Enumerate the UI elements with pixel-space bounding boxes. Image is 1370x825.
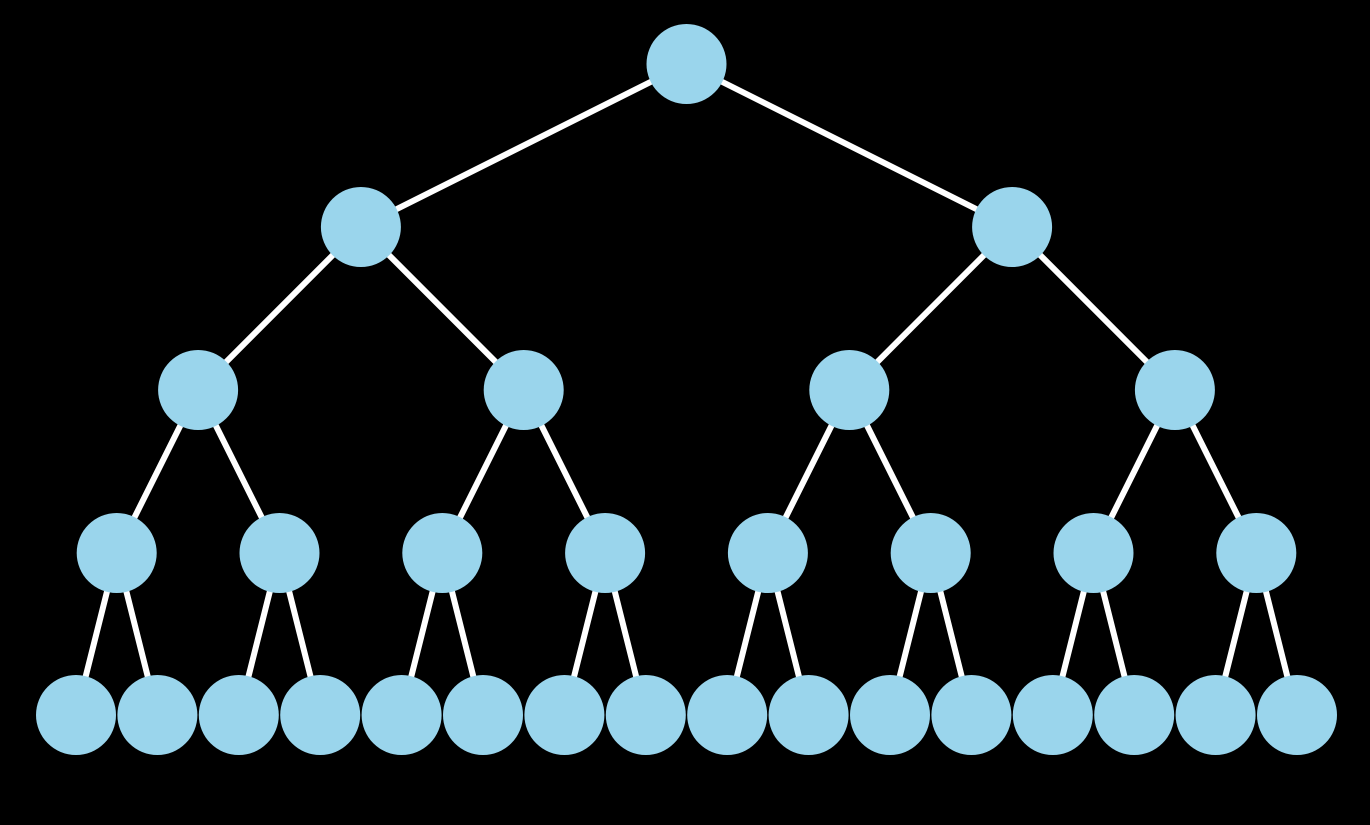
node-layer (36, 24, 1337, 755)
tree-node-l3-n0 (76, 513, 157, 593)
tree-node-l4-n3 (280, 675, 361, 755)
tree-node-l4-n15 (1257, 675, 1337, 755)
tree-node-l2-n1 (483, 350, 564, 430)
tree-node-l4-n1 (117, 675, 198, 755)
tree-node-l3-n5 (890, 513, 971, 593)
tree-node-l4-n11 (931, 675, 1012, 755)
tree-node-l4-n2 (198, 675, 279, 755)
tree-node-l4-n8 (687, 675, 768, 755)
tree-node-l2-n3 (1134, 350, 1215, 430)
tree-node-root (646, 24, 727, 104)
tree-node-l4-n9 (768, 675, 849, 755)
tree-node-l4-n4 (361, 675, 442, 755)
tree-node-l2-n0 (158, 350, 239, 430)
tree-node-l4-n6 (524, 675, 605, 755)
tree-node-l3-n3 (565, 513, 646, 593)
tree-node-l3-n4 (727, 513, 808, 593)
tree-node-l3-n1 (239, 513, 320, 593)
tree-edge-l0-n0-right (683, 61, 1016, 230)
tree-node-l3-n2 (402, 513, 483, 593)
tree-node-l4-n10 (850, 675, 930, 755)
tree-node-l4-n7 (605, 675, 686, 755)
tree-node-l4-n13 (1094, 675, 1175, 755)
tree-node-l3-n7 (1216, 513, 1297, 593)
tree-node-l1-n0 (320, 187, 401, 267)
tree-edge-l0-n0-left (357, 61, 690, 230)
tree-node-l1-n1 (972, 187, 1053, 267)
tree-node-l4-n0 (36, 675, 116, 755)
tree-node-l4-n12 (1012, 675, 1093, 755)
tree-node-l4-n14 (1175, 675, 1256, 755)
tree-node-l3-n6 (1053, 513, 1134, 593)
tree-node-l4-n5 (443, 675, 523, 755)
tree-node-l2-n2 (809, 350, 890, 430)
